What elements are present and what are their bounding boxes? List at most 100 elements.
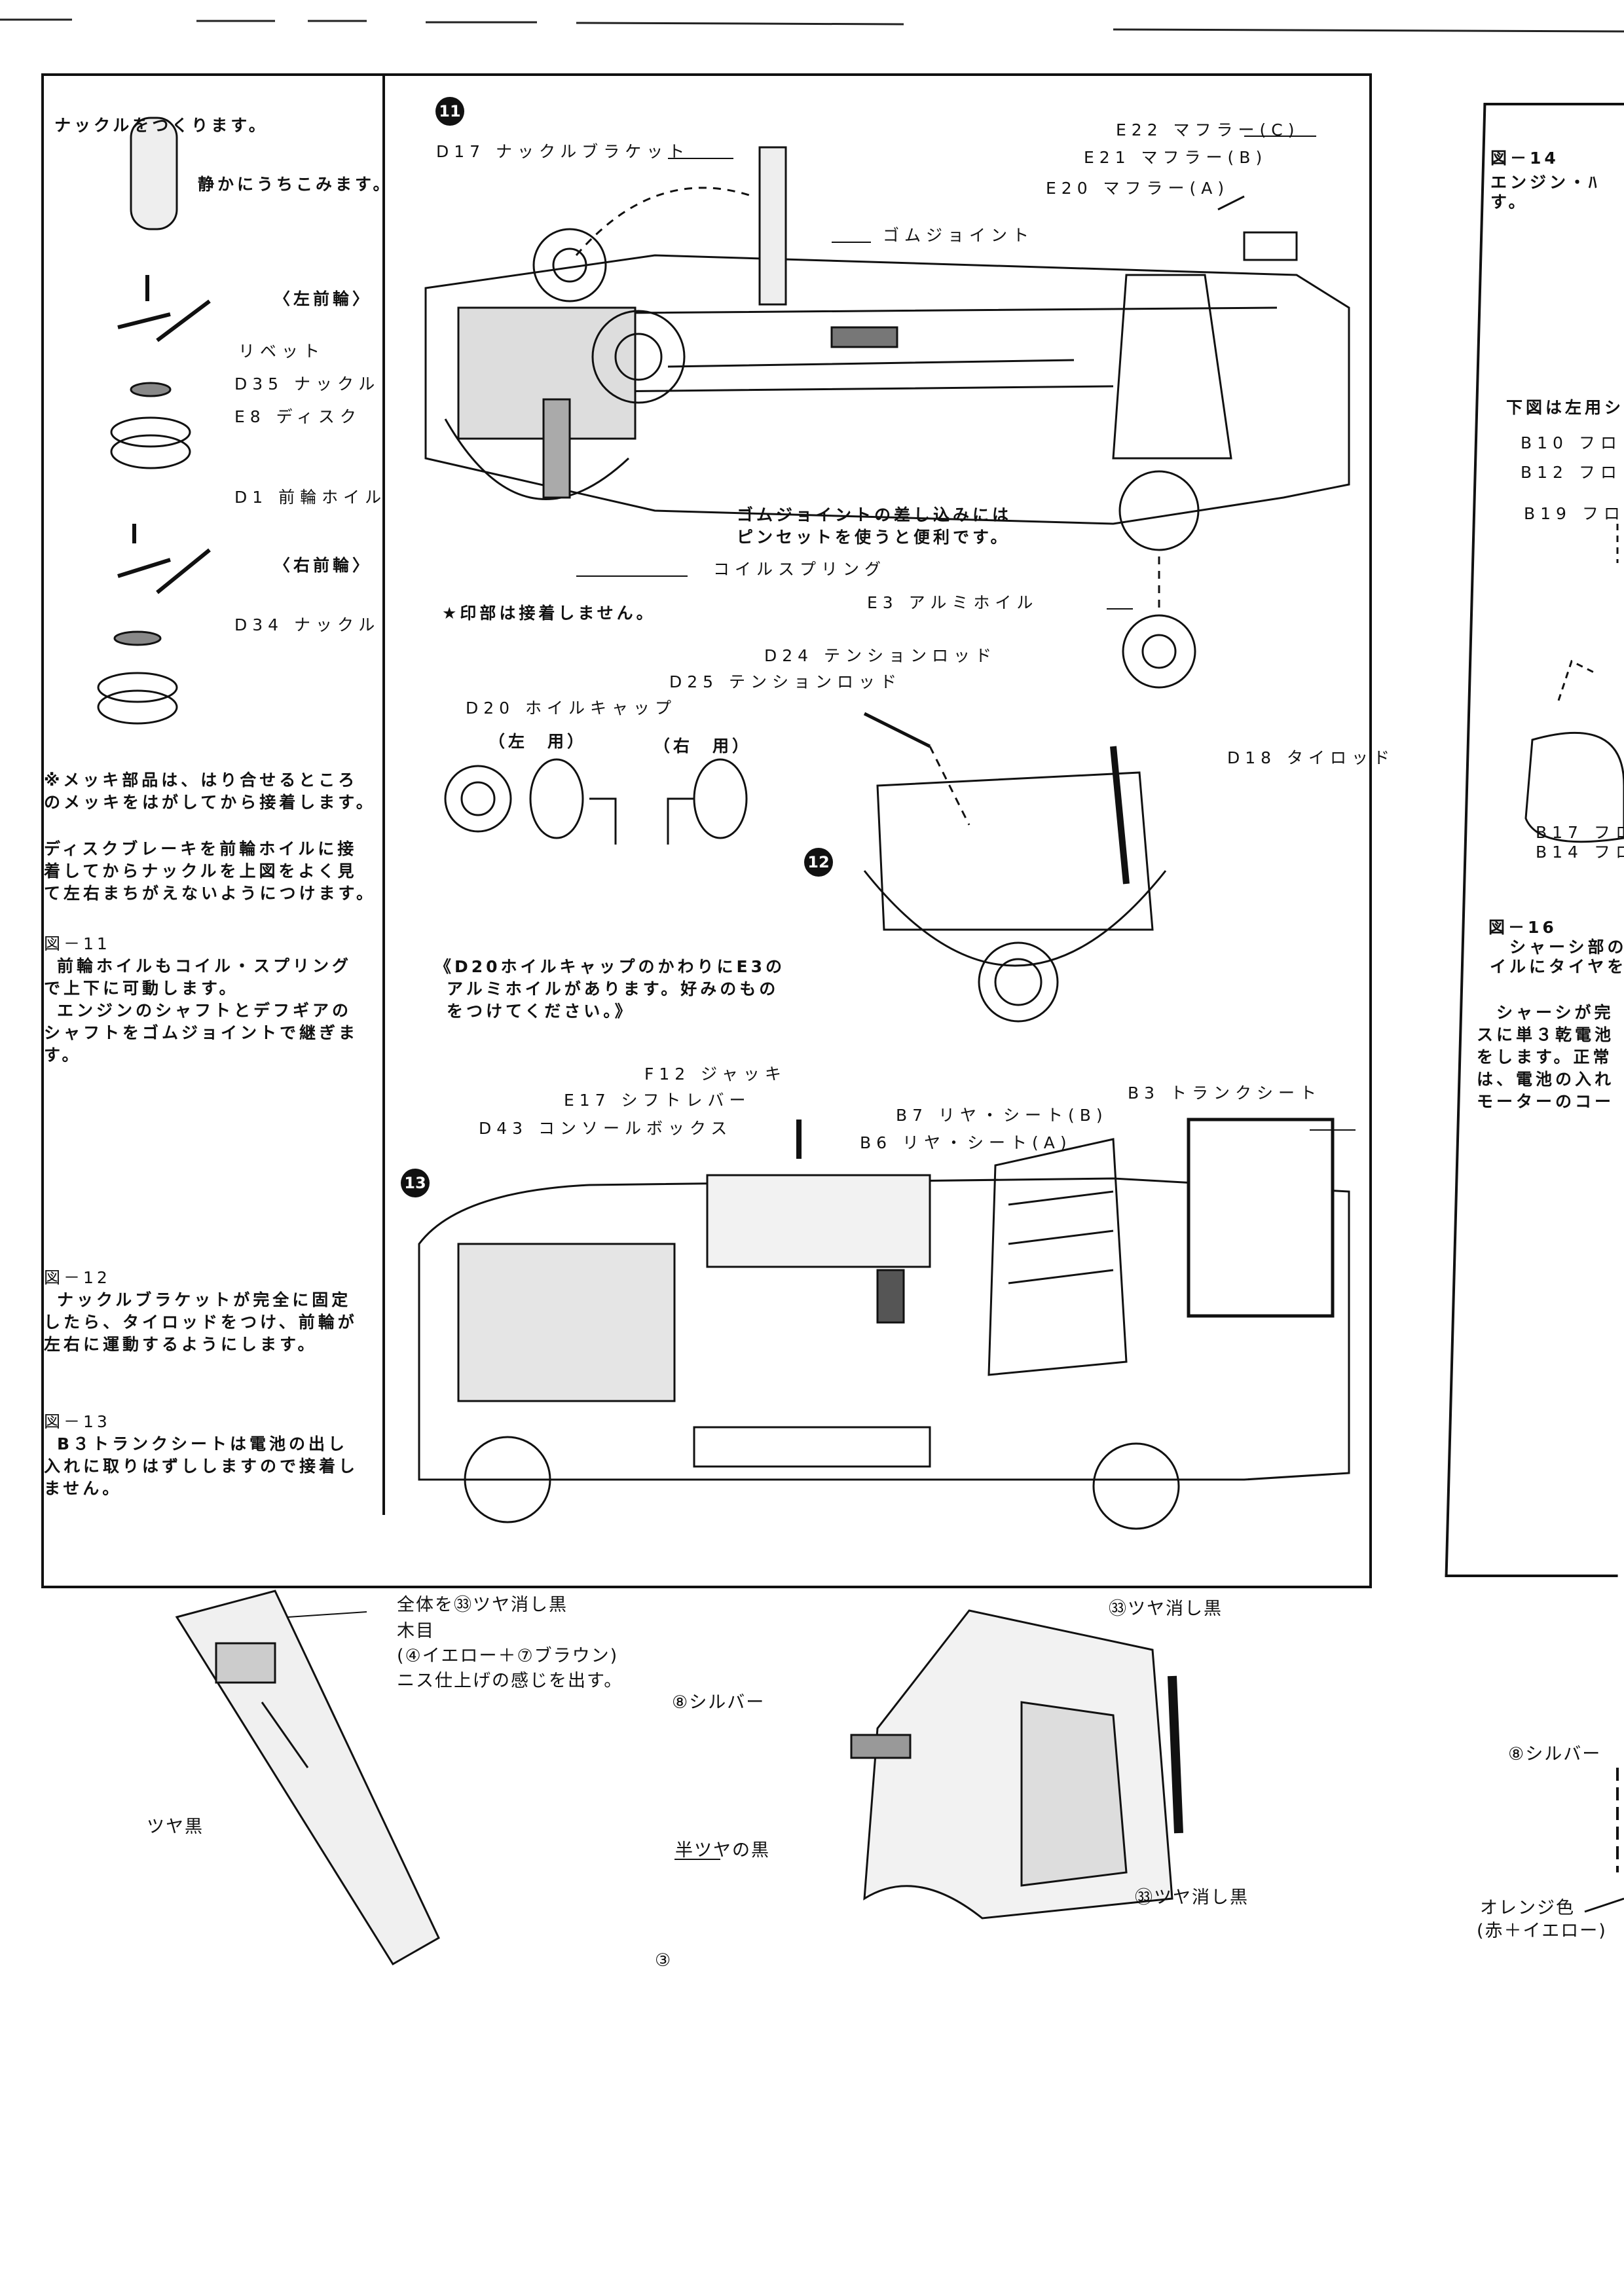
gloss-black-label: ツヤ黒 xyxy=(147,1817,204,1837)
semi-gloss-label: 半ツヤの黒 xyxy=(675,1840,770,1861)
b6-label: B6 リヤ・シート(A) xyxy=(860,1133,1072,1152)
right-page-drawing xyxy=(1524,524,1624,1913)
b3-label: B3 トランクシート xyxy=(1128,1084,1322,1102)
fig11-title: 図－11 xyxy=(44,934,111,953)
note-line: で上下に可動します。 xyxy=(44,979,239,998)
right-silver-label: ⑧シルバー xyxy=(1508,1744,1602,1764)
fig11-note: 図－11 前輪ホイルもコイル・スプリング で上下に可動します。 エンジンのシャフ… xyxy=(44,933,358,1066)
note-line: をします。正常 xyxy=(1477,1048,1613,1066)
note-line: のメッキをはがしてから接着します。 xyxy=(44,793,376,812)
note-line: したら、タイロッドをつけ、前輪が xyxy=(44,1313,358,1332)
fig14-line: エンジン・ﾊ xyxy=(1490,173,1600,192)
note-line: て左右まちがえないようにつけます。 xyxy=(44,884,377,903)
fig12-title: 図－12 xyxy=(44,1268,111,1287)
console-all-label: 全体を㉝ツヤ消し黒 xyxy=(397,1595,568,1615)
d43-label: D43 コンソールボックス xyxy=(479,1119,733,1138)
fig12-note: 図－12 ナックルブラケットが完全に固定 したら、タイロッドをつけ、前輪が 左右… xyxy=(44,1267,358,1356)
right-front-label: 〈右前輪〉 xyxy=(274,556,373,575)
note-line: ピンセットを使うと便利です。 xyxy=(737,528,1010,547)
b12-label: B12 フロン xyxy=(1521,463,1624,482)
note-line: す。 xyxy=(44,1046,82,1065)
plating-note: ※メッキ部品は、はり合せるところ のメッキをはがしてから接着します。 xyxy=(44,769,376,814)
note-line: をつけてください。》 xyxy=(447,1002,635,1021)
fig16-line: シャーシ部の xyxy=(1509,938,1624,957)
hammer-note: 静かにうちこみます。 xyxy=(198,175,393,194)
note-line: ナックルブラケットが完全に固定 xyxy=(57,1290,352,1309)
step11-chassis-drawing xyxy=(424,146,1350,689)
note-line: シャフトをゴムジョイントで継ぎま xyxy=(44,1023,359,1042)
note-line: B３トランクシートは電池の出し xyxy=(57,1434,348,1453)
note-line: ゴムジョイントの差し込みには xyxy=(737,505,1012,524)
e17-label: E17 シフトレバー xyxy=(564,1091,751,1110)
orange-label: オレンジ色 xyxy=(1480,1898,1575,1918)
d25-label: D25 テンションロッド xyxy=(669,672,902,691)
battery-note: シャーシが完 スに単３乾電池 をします。正常 は、電池の入れ モーターのコー xyxy=(1477,1002,1614,1113)
b10-label: B10 フロン xyxy=(1521,433,1624,452)
seat-matte-top-label: ㉝ツヤ消し黒 xyxy=(1109,1599,1223,1619)
right-use-label: （右 用） xyxy=(654,737,752,756)
note-line: 前輪ホイルもコイル・スプリング xyxy=(57,957,352,975)
b19-label: B19 フロン xyxy=(1524,504,1624,523)
fig16-line: イルにタイヤを xyxy=(1490,957,1624,976)
knuckle-title: ナックルをつくります。 xyxy=(54,116,268,135)
main-page-frame xyxy=(41,73,1372,1588)
rubber-joint-label: ゴムジョイント xyxy=(883,226,1035,245)
fig13-note: 図－13 B３トランクシートは電池の出し 入れに取りはずししますので接着し ませ… xyxy=(44,1411,358,1500)
note-line: スに単３乾電池 xyxy=(1477,1025,1615,1044)
left-front-label: 〈左前輪〉 xyxy=(274,289,373,308)
b14-label: B14 フロ xyxy=(1536,843,1624,862)
woodgrain-mix-label: (④イエロー＋⑦ブラウン) xyxy=(397,1646,619,1666)
silver-label: ⑧シルバー xyxy=(672,1692,766,1713)
b7-label: B7 リヤ・シート(B) xyxy=(896,1106,1108,1125)
d35-label: D35 ナックル xyxy=(234,374,380,393)
knuckle-assembly-drawing xyxy=(97,117,211,725)
note-line: 入れに取りはずししますので接着し xyxy=(44,1457,359,1476)
e22-label: E22 マフラー(C) xyxy=(1116,120,1300,139)
note-line: モーターのコー xyxy=(1477,1092,1615,1111)
disc-note: ディスクブレーキを前輪ホイルに接 着してからナックルを上図をよく見 て左右まちが… xyxy=(44,838,376,905)
fig14-line: す。 xyxy=(1490,192,1528,211)
column-divider xyxy=(382,75,385,1515)
top-dashed-rule xyxy=(0,18,1624,33)
note-line: は、電池の入れ xyxy=(1477,1070,1615,1089)
note-line: シャーシが完 xyxy=(1496,1003,1614,1022)
orange-mix-label: (赤＋イエロー) xyxy=(1477,1921,1607,1941)
page-number: ③ xyxy=(655,1950,673,1971)
star-note: ★印部は接着しません。 xyxy=(442,604,656,623)
note-line: アルミホイルがあります。好みのもの xyxy=(447,979,779,998)
e3-label: E3 アルミホイル xyxy=(867,593,1039,612)
d17-label: D17 ナックルブラケット xyxy=(436,142,690,161)
woodgrain-label: 木目 xyxy=(397,1621,435,1641)
d20-label: D20 ホイルキャップ xyxy=(466,699,677,718)
seat-matte-bottom-label: ㉝ツヤ消し黒 xyxy=(1135,1887,1249,1908)
note-line: 着してからナックルを上図をよく見 xyxy=(44,862,358,881)
step13-badge: 13 xyxy=(401,1169,430,1197)
varnish-label: ニス仕上げの感じを出す。 xyxy=(397,1671,623,1691)
leader-lines xyxy=(287,136,1356,1860)
note-line: ※メッキ部品は、はり合せるところ xyxy=(44,771,358,790)
d1-label: D1 前輪ホイル xyxy=(234,488,387,507)
f12-label: F12 ジャッキ xyxy=(644,1065,786,1084)
fig13-title: 図－13 xyxy=(44,1412,111,1431)
b17-label: B17 フロ xyxy=(1536,823,1624,842)
seat-painting-drawing xyxy=(850,1609,1183,1920)
d34-label: D34 ナックル xyxy=(234,615,380,634)
fig14-title: 図－14 xyxy=(1490,149,1559,168)
step12-badge: 12 xyxy=(804,848,833,877)
d24-label: D24 テンションロッド xyxy=(764,646,997,665)
coil-spring-label: コイルスプリング xyxy=(713,560,887,579)
tweezers-note: ゴムジョイントの差し込みには ピンセットを使うと便利です。 xyxy=(737,504,1012,549)
note-line: ません。 xyxy=(44,1479,122,1498)
note-line: エンジンのシャフトとデフギアの xyxy=(57,1001,352,1020)
e8-label: E8 ディスク xyxy=(234,407,361,426)
note-line: 左右に運動するようにします。 xyxy=(44,1335,318,1354)
step13-interior-drawing xyxy=(418,1118,1350,1530)
left-use-label: （左 用） xyxy=(489,732,587,751)
step12-suspension-drawing xyxy=(444,712,1167,1023)
step11-badge: 11 xyxy=(435,97,464,126)
note-line: 《D20ホイルキャップのかわりにE3の xyxy=(435,957,786,976)
rivet-label: リベット xyxy=(238,342,325,361)
fig16-title: 図－16 xyxy=(1488,918,1557,937)
console-painting-drawing xyxy=(175,1590,440,1966)
alt-wheel-note: 《D20ホイルキャップのかわりにE3の アルミホイルがあります。好みのもの をつ… xyxy=(435,956,785,1023)
